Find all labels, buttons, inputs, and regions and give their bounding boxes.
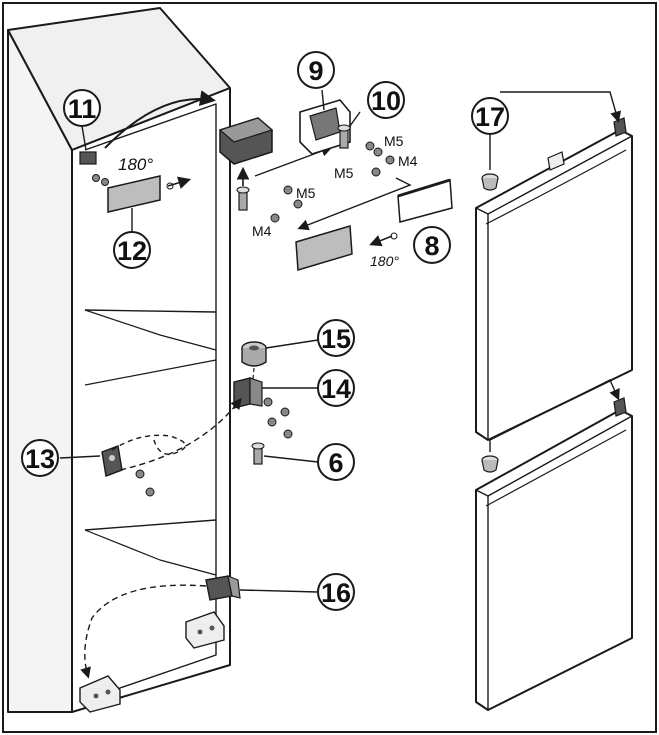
bush-transfer-arrow-lower bbox=[489, 379, 620, 452]
part-12-plate bbox=[107, 175, 192, 213]
screw-cluster bbox=[270, 141, 395, 223]
screw-label-m5-c: M5 bbox=[296, 185, 316, 201]
callout-15-text: 15 bbox=[321, 324, 351, 354]
callout-9: 9 bbox=[297, 51, 335, 89]
callout-6: 6 bbox=[317, 443, 355, 481]
upper-door-bracket bbox=[613, 117, 627, 137]
callout-8-text: 8 bbox=[424, 231, 439, 261]
door-top-block bbox=[547, 151, 565, 171]
part-17-bush-lower bbox=[481, 455, 499, 473]
upper-door bbox=[475, 129, 633, 441]
screw-label-m4-b: M4 bbox=[252, 223, 272, 239]
part-15-bush bbox=[241, 341, 267, 367]
hinge-pin-top bbox=[236, 166, 250, 211]
hinge-swap-arrow-13 bbox=[119, 397, 242, 471]
middle-screws bbox=[263, 397, 293, 439]
callout-15: 15 bbox=[317, 319, 355, 357]
part-16-bottom-hinge bbox=[205, 575, 241, 601]
callout-16-text: 16 bbox=[321, 578, 351, 608]
top-hinge bbox=[218, 117, 274, 165]
screw-label-m5-a: M5 bbox=[384, 133, 404, 149]
callout-16: 16 bbox=[317, 573, 355, 611]
part-13-screws bbox=[135, 469, 155, 497]
hinge-swap-path-13 bbox=[111, 434, 187, 455]
fridge-cabinet bbox=[7, 7, 231, 713]
callout-12-text: 12 bbox=[117, 236, 147, 266]
part-10-pin bbox=[337, 124, 351, 149]
callout-17-text: 17 bbox=[475, 102, 505, 132]
part-17-bush-upper bbox=[481, 173, 499, 191]
callout-6-text: 6 bbox=[328, 448, 343, 478]
callout-11: 11 bbox=[63, 89, 101, 151]
part-13-hinge bbox=[101, 445, 123, 477]
lower-door-bracket bbox=[613, 397, 627, 417]
callout-14-text: 14 bbox=[321, 374, 351, 404]
angle-label-cover: 180° bbox=[370, 253, 399, 269]
callout-12: 12 bbox=[113, 208, 151, 269]
callout-8: 8 bbox=[413, 226, 451, 264]
cover-rotate-arrow bbox=[369, 235, 393, 247]
part-8-cover-a bbox=[397, 178, 453, 223]
callout-11-text: 11 bbox=[68, 94, 97, 124]
callout-14: 14 bbox=[317, 369, 355, 407]
callout-10-text: 10 bbox=[371, 86, 401, 116]
lower-door bbox=[475, 409, 633, 711]
callout-17: 17 bbox=[471, 97, 509, 135]
screw-label-m4-a: M4 bbox=[398, 153, 418, 169]
callout-13-text: 13 bbox=[25, 444, 55, 474]
part-11-cover bbox=[79, 151, 109, 186]
part-9-bracket bbox=[299, 99, 351, 155]
screw-label-m5-b: M5 bbox=[334, 165, 354, 181]
bottom-hinge-right bbox=[185, 611, 225, 649]
bush-transfer-arrow-upper bbox=[500, 91, 622, 123]
callout-13: 13 bbox=[21, 439, 59, 477]
angle-label-top: 180° bbox=[118, 155, 153, 174]
part-8-cover-b bbox=[295, 225, 353, 271]
callout-9-text: 9 bbox=[308, 56, 323, 86]
bottom-hinge-left bbox=[79, 675, 121, 713]
callout-10: 10 bbox=[367, 81, 405, 119]
bottom-hinge-swap-arrow bbox=[80, 584, 207, 679]
part-14-middle-hinge bbox=[233, 377, 263, 409]
part-6-pin bbox=[251, 442, 265, 465]
cover-transfer-arrow bbox=[297, 177, 412, 231]
top-swing-arrow bbox=[104, 90, 216, 149]
